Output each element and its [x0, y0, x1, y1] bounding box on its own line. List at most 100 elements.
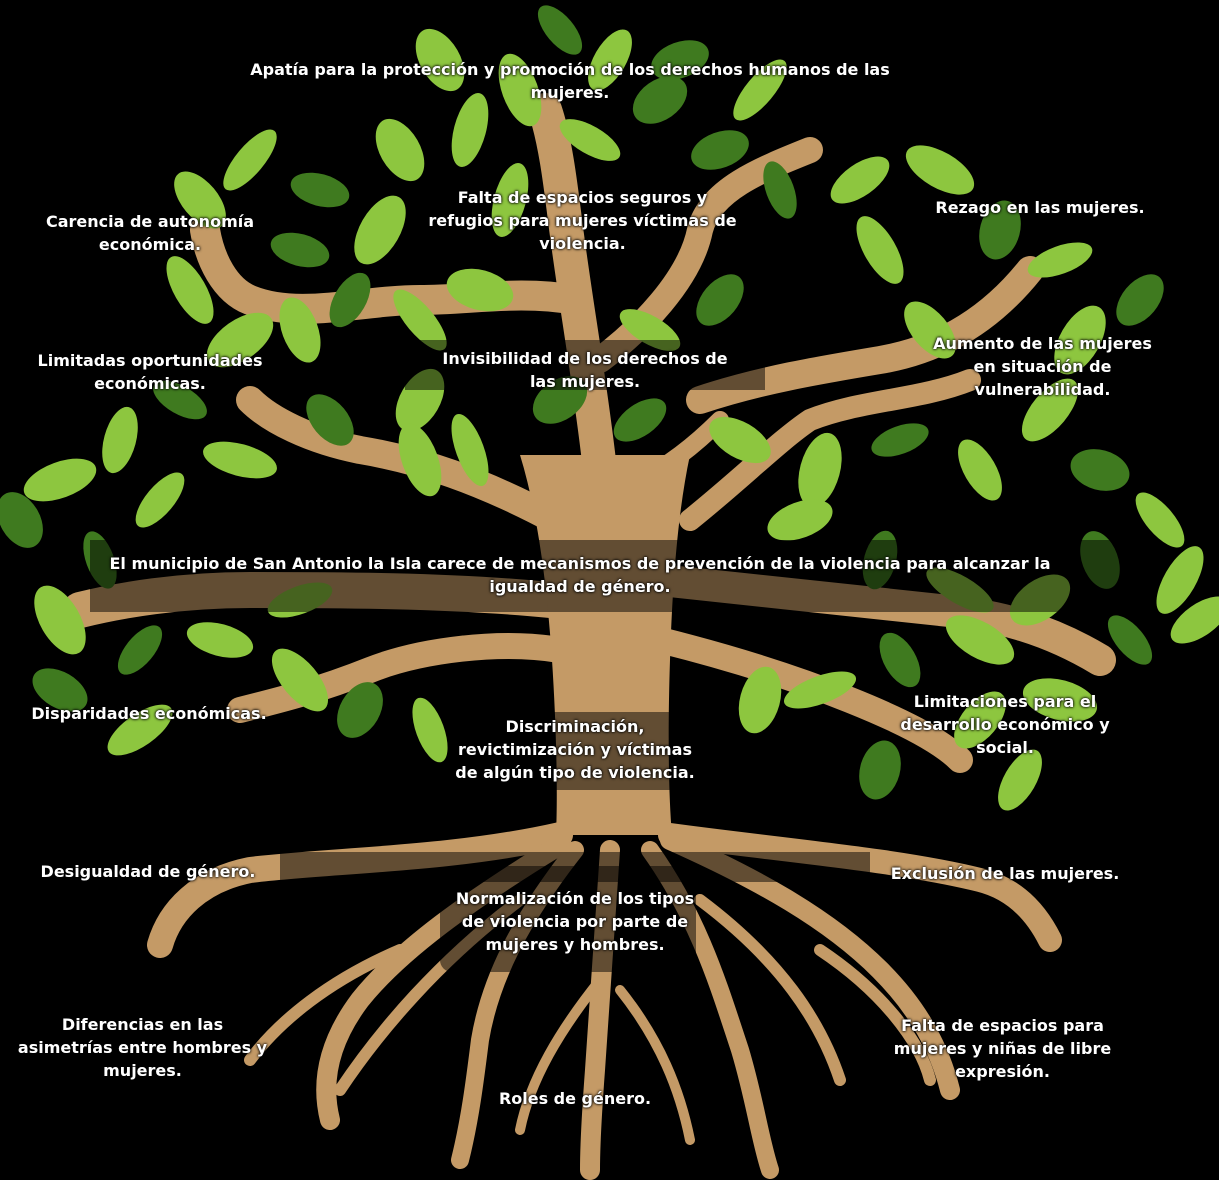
cause-right-exclusion: Exclusión de las mujeres.: [890, 864, 1120, 883]
leaf: [153, 380, 207, 420]
leaf: [186, 622, 254, 658]
leaf: [206, 312, 274, 368]
leaf: [879, 632, 921, 688]
band-central: [90, 540, 1130, 612]
leaf: [871, 423, 929, 457]
leaf: [537, 5, 583, 55]
leaf: [798, 432, 842, 508]
leaf: [329, 272, 371, 328]
leaf: [979, 200, 1021, 260]
leaf: [1027, 242, 1093, 278]
leaf: [451, 93, 489, 167]
cause-center-normalization: Normalización de los tipos de violencia …: [455, 889, 695, 954]
band-roots-center: [440, 866, 696, 972]
leaf: [446, 268, 514, 312]
leaf: [856, 216, 904, 284]
root-7: [658, 823, 1062, 952]
cause-right-expression-spaces: Falta de espacios para mujeres y niñas d…: [893, 1016, 1112, 1081]
effect-left-opportunities: Limitadas oportunidades económicas.: [37, 351, 263, 393]
branch-1: [528, 93, 617, 487]
leaf: [117, 625, 163, 675]
effect-top-apathy: Apatía para la protección y promoción de…: [250, 60, 890, 102]
leaf: [905, 145, 975, 195]
leaf: [306, 394, 354, 446]
leaf: [709, 416, 771, 464]
root-13: [615, 985, 695, 1145]
leaf: [1054, 305, 1106, 375]
leaf: [1116, 274, 1164, 326]
leaf: [588, 29, 632, 91]
leaf: [1156, 546, 1204, 614]
root-12: [515, 975, 605, 1135]
leaf: [1135, 492, 1185, 548]
leaf: [632, 76, 688, 124]
leaf: [203, 441, 277, 479]
leaf: [0, 492, 43, 548]
leaf: [1170, 596, 1219, 644]
leaf: [393, 289, 447, 351]
band-top: [405, 340, 765, 390]
root-9: [694, 894, 846, 1086]
leaf: [451, 413, 489, 487]
leaf: [945, 615, 1015, 665]
cause-left-gender-inequality: Desigualdad de género.: [40, 862, 256, 881]
root-1: [147, 822, 573, 958]
cause-right-development-limits: Limitaciones para el desarrollo económic…: [900, 692, 1110, 757]
leaf: [32, 668, 88, 712]
leaf: [290, 172, 350, 208]
leaf: [166, 256, 214, 324]
leaf: [733, 59, 787, 121]
leaf: [375, 118, 425, 182]
cause-left-economic-disparities: Disparidades económicas.: [31, 704, 267, 723]
leaf: [223, 129, 277, 191]
band-middle: [450, 712, 700, 790]
leaf: [1107, 615, 1153, 665]
leaf: [270, 232, 330, 268]
leaf: [415, 28, 465, 92]
leaf: [613, 398, 667, 442]
leaf: [102, 406, 138, 474]
leaf: [783, 671, 857, 709]
tree-leaves: [0, 5, 1219, 811]
leaf: [337, 682, 383, 738]
leaf: [651, 40, 709, 80]
branch-5: [236, 386, 569, 534]
leaf: [107, 704, 173, 756]
leaf: [763, 161, 797, 219]
leaf: [1022, 678, 1098, 722]
effect-center-invisibility: Invisibilidad de los derechos de las muj…: [442, 349, 728, 391]
leaf: [279, 297, 321, 363]
effect-right-lag: Rezago en las mujeres.: [935, 198, 1145, 217]
leaf: [354, 195, 406, 265]
cause-left-asymmetries: Diferencias en las asimetrías entre homb…: [17, 1015, 268, 1080]
branch-7: [227, 633, 573, 723]
leaf: [34, 585, 86, 655]
leaf: [958, 439, 1002, 501]
cause-center-discrimination: Discriminación, revictimización y víctim…: [455, 717, 695, 782]
leaf: [23, 458, 97, 502]
leaf: [696, 274, 744, 326]
root-10: [244, 944, 406, 1066]
leaf: [135, 472, 185, 528]
leaf: [271, 648, 329, 712]
branch-10: [679, 369, 981, 531]
leaf: [491, 163, 529, 237]
branch-9: [647, 627, 973, 773]
leaf: [738, 666, 782, 734]
effect-center-safe-spaces: Falta de espacios seguros y refugios par…: [428, 188, 737, 253]
leaf: [691, 130, 749, 170]
leaf: [1070, 449, 1130, 491]
central-problem: El municipio de San Antonio la Isla care…: [109, 554, 1051, 596]
leaf: [767, 499, 833, 541]
cause-center-gender-roles: Roles de género.: [498, 1089, 652, 1108]
leaf: [998, 749, 1042, 811]
leaf: [954, 691, 1006, 749]
leaf: [859, 740, 901, 800]
leaf: [830, 156, 890, 204]
leaf: [398, 423, 442, 497]
leaf: [174, 171, 226, 229]
effect-right-vulnerability: Aumento de las mujeres en situación de v…: [933, 334, 1152, 399]
effect-left-autonomy: Carencia de autonomía económica.: [45, 212, 255, 254]
leaf: [1021, 378, 1079, 442]
